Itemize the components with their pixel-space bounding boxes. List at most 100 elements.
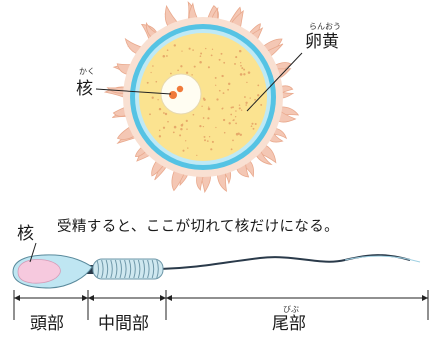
yolk-granule bbox=[234, 62, 236, 65]
yolk-granule bbox=[243, 73, 246, 76]
yolk-granule bbox=[249, 97, 251, 99]
egg-nucleus bbox=[160, 73, 202, 115]
yolk-granule bbox=[192, 113, 195, 116]
tail-section-ruby: びぶ bbox=[283, 305, 299, 314]
yolk-granule bbox=[157, 99, 159, 101]
sperm-nucleus-label: 核 bbox=[17, 224, 34, 244]
mitochondrial-coil bbox=[105, 259, 109, 279]
yolk-granule bbox=[230, 148, 233, 151]
yolk-granule bbox=[257, 84, 260, 87]
yolk-granule bbox=[240, 62, 242, 64]
yolk-granule bbox=[239, 133, 243, 137]
yolk-granule bbox=[167, 120, 169, 123]
yolk bbox=[139, 33, 267, 161]
yolk-granule bbox=[251, 122, 254, 125]
yolk-granule bbox=[232, 139, 234, 142]
yolk-granule bbox=[230, 113, 233, 116]
yolk-granule bbox=[202, 117, 205, 119]
corona-cell bbox=[196, 172, 205, 191]
mitochondrial-coil bbox=[96, 259, 99, 279]
mitochondrial-coil bbox=[114, 259, 118, 279]
yolk-granule bbox=[238, 104, 241, 106]
mitochondrial-coil bbox=[137, 259, 141, 279]
yolk-granule bbox=[172, 131, 175, 134]
yolk-granule bbox=[222, 107, 224, 109]
yolk-granule bbox=[233, 119, 235, 121]
sperm-cell bbox=[12, 242, 421, 289]
yolk-granule bbox=[158, 135, 162, 138]
yolk-ruby: らんおう bbox=[309, 22, 341, 31]
yolk-granule bbox=[215, 126, 217, 129]
yolk-granule bbox=[254, 98, 257, 101]
yolk-granule bbox=[199, 124, 202, 128]
yolk-granule bbox=[260, 103, 263, 106]
yolk-granule bbox=[252, 127, 255, 130]
yolk-granule bbox=[222, 118, 226, 122]
yolk-granule bbox=[199, 55, 202, 57]
yolk-granule bbox=[214, 76, 217, 79]
yolk-granule bbox=[240, 109, 243, 111]
yolk-granule bbox=[165, 55, 168, 57]
yolk-granule bbox=[207, 66, 210, 69]
yolk-granule bbox=[146, 81, 149, 84]
yolk-granule bbox=[162, 112, 165, 114]
yolk-granule bbox=[222, 92, 225, 95]
yolk-granule bbox=[173, 125, 177, 129]
yolk-granule bbox=[173, 44, 177, 47]
yolk-granule bbox=[149, 113, 151, 116]
yolk-granule bbox=[254, 123, 257, 125]
yolk-granule bbox=[202, 125, 205, 128]
yolk-granule bbox=[193, 65, 196, 68]
section-dimension-lines bbox=[13, 290, 429, 320]
yolk-granule bbox=[201, 105, 203, 108]
yolk-granule bbox=[221, 74, 224, 78]
yolk-granule bbox=[207, 117, 210, 120]
yolk-granule bbox=[162, 55, 166, 58]
yolk-granule bbox=[216, 98, 219, 101]
yolk-granule bbox=[179, 134, 182, 137]
nucleolus bbox=[169, 91, 177, 99]
yolk-granule bbox=[180, 127, 183, 131]
yolk-granule bbox=[232, 106, 234, 109]
yolk-granule bbox=[185, 119, 188, 123]
mitochondrial-coil bbox=[101, 259, 104, 279]
yolk-granule bbox=[158, 129, 161, 132]
yolk-granule bbox=[218, 89, 221, 92]
yolk-granule bbox=[210, 148, 213, 151]
yolk-granule bbox=[181, 50, 183, 52]
yolk-granule bbox=[208, 136, 211, 138]
yolk-granule bbox=[203, 135, 206, 138]
mitochondrial-coil bbox=[142, 259, 145, 279]
mitochondrial-coil bbox=[147, 259, 150, 279]
yolk-granule bbox=[239, 73, 243, 76]
yolk-granule bbox=[223, 61, 226, 64]
mitochondrial-coil bbox=[151, 259, 155, 279]
egg-cell bbox=[95, 1, 303, 194]
tail-section-label: 尾部 bbox=[272, 314, 306, 334]
yolk-granule bbox=[177, 69, 179, 72]
yolk-granule bbox=[188, 47, 191, 50]
yolk-granule bbox=[257, 94, 260, 97]
midpiece bbox=[92, 258, 164, 280]
nucleus-leader-line bbox=[95, 88, 172, 95]
mitochondrial-coil bbox=[133, 259, 136, 279]
yolk-granule bbox=[238, 49, 242, 53]
head-section-label: 頭部 bbox=[30, 314, 64, 334]
yolk-granule bbox=[186, 128, 188, 130]
sperm-nucleus bbox=[17, 259, 61, 284]
yolk-label: 卵黄 bbox=[305, 32, 339, 52]
yolk-granule bbox=[158, 107, 162, 111]
yolk-granule bbox=[210, 54, 213, 57]
yolk-granule bbox=[208, 106, 210, 108]
tail-sheath bbox=[344, 255, 421, 263]
yolk-granule bbox=[223, 131, 226, 134]
yolk-granule bbox=[155, 80, 158, 83]
yolk-granule bbox=[234, 116, 237, 118]
yolk-granule bbox=[191, 74, 193, 76]
yolk-granule bbox=[187, 147, 189, 149]
yolk-granule bbox=[235, 122, 237, 125]
yolk-granule bbox=[192, 49, 194, 51]
yolk-granule bbox=[250, 125, 253, 128]
